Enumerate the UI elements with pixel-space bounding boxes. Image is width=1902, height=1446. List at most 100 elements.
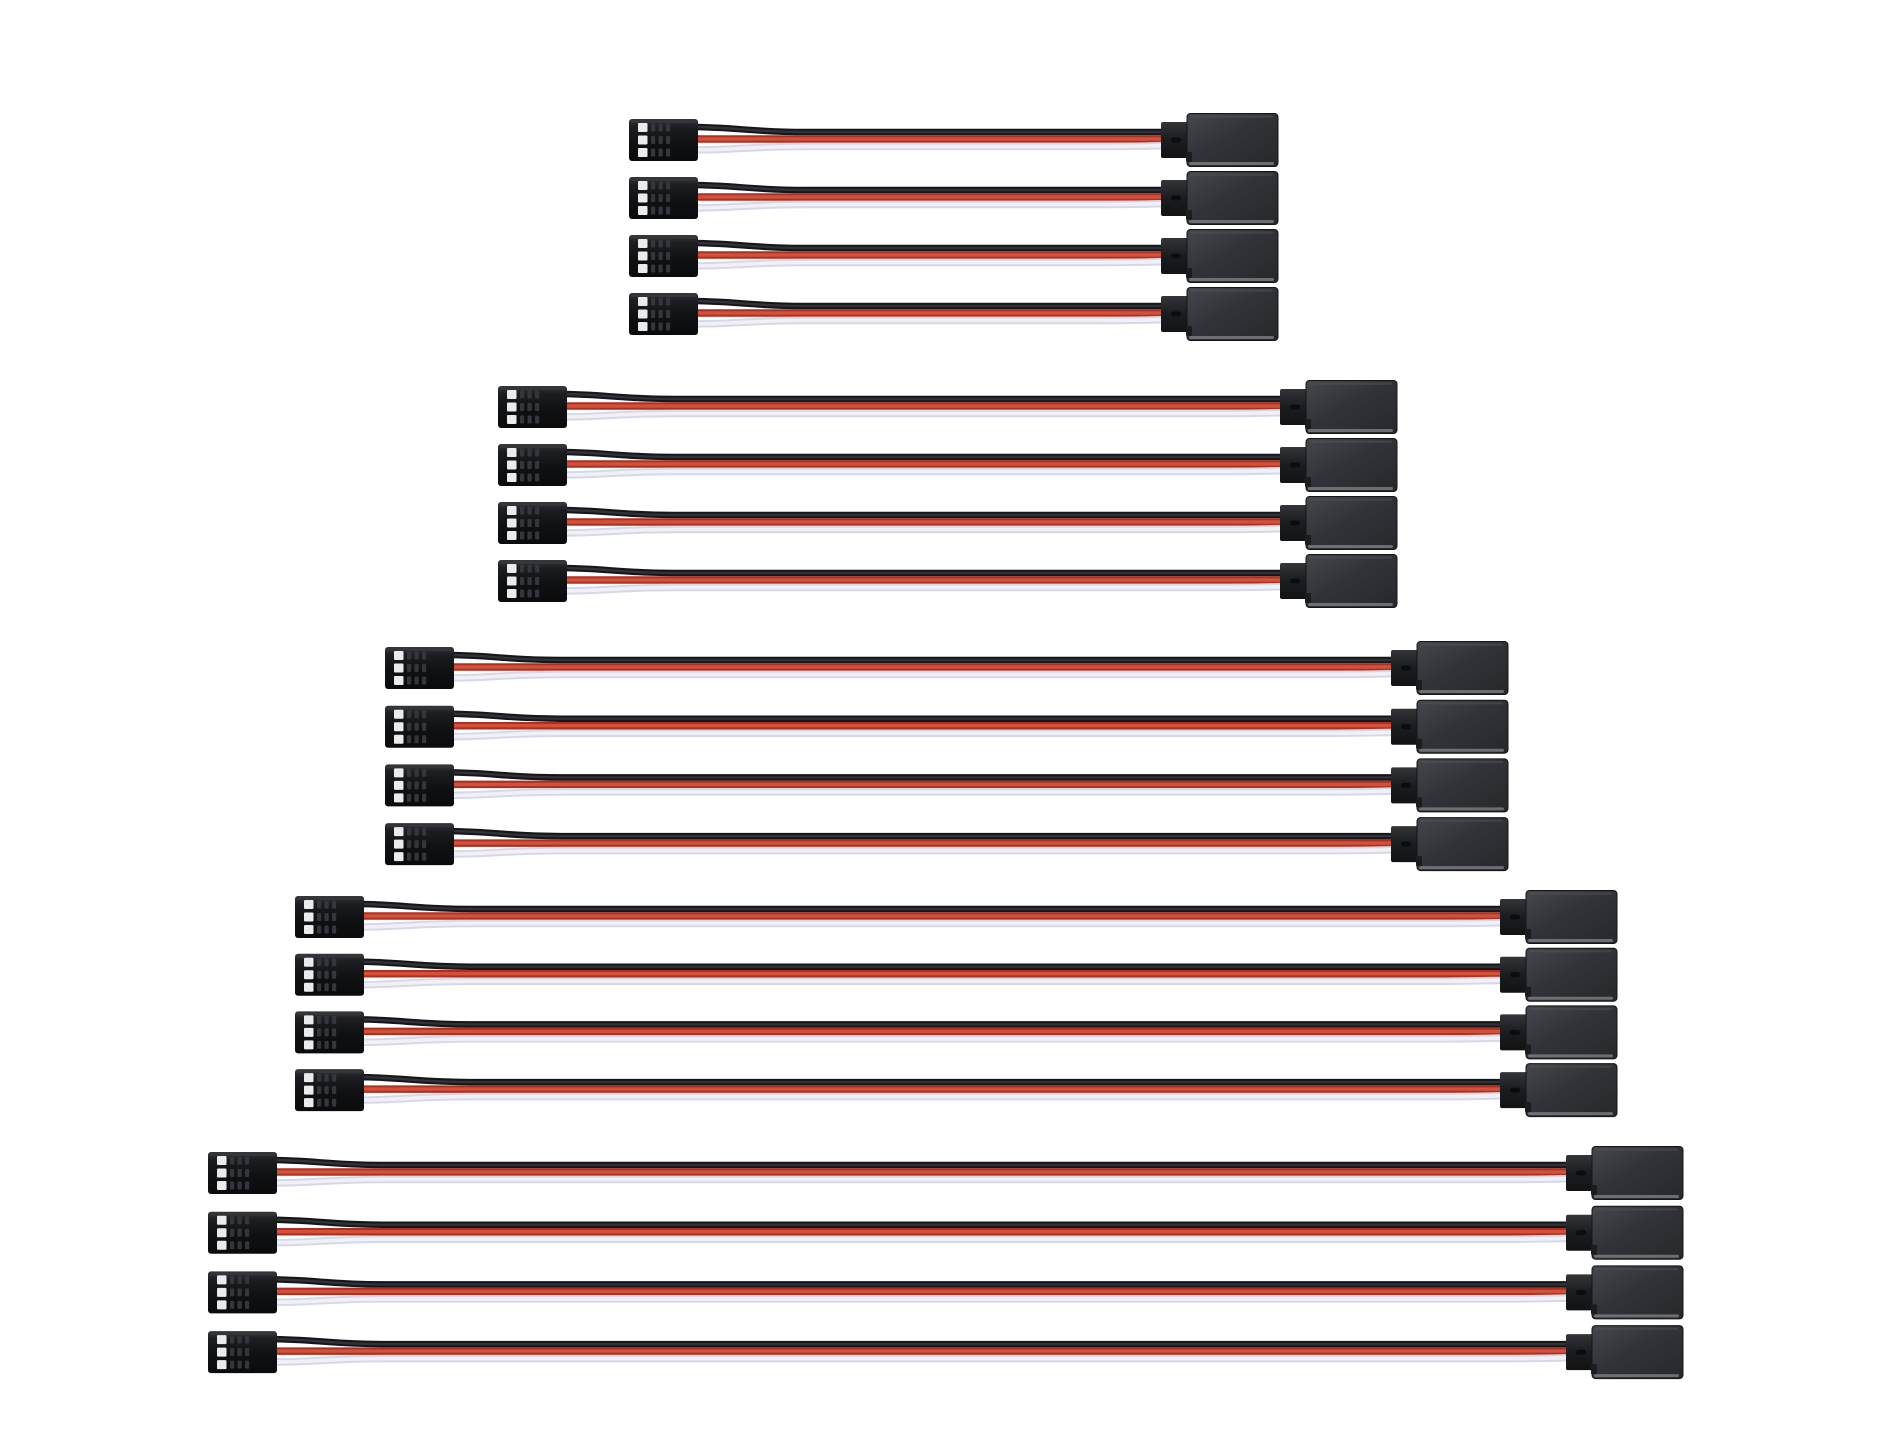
- pin-contact: [304, 900, 314, 909]
- neck-slot: [1290, 462, 1300, 468]
- wire-black-highlight: [444, 653, 1418, 662]
- housing-rib: [666, 297, 671, 306]
- wire-white-highlight: [354, 1036, 1527, 1045]
- body-bottom-bevel: [1308, 545, 1393, 548]
- housing-rib: [237, 1275, 242, 1284]
- housing-rib: [414, 676, 419, 685]
- housing-rib: [332, 958, 337, 967]
- housing-rib: [245, 1156, 250, 1165]
- housing-rib: [324, 1073, 329, 1082]
- pin-contact: [638, 181, 648, 190]
- wire-white-highlight: [688, 317, 1188, 326]
- male-connector-top-highlight: [500, 503, 565, 506]
- housing-rib: [422, 793, 427, 802]
- neck-slot: [1290, 578, 1300, 584]
- housing-rib: [324, 900, 329, 909]
- pin-contact: [638, 135, 648, 145]
- body-top-highlight: [1309, 440, 1392, 443]
- body-bottom-bevel: [1528, 1054, 1613, 1058]
- housing-rib: [535, 519, 540, 527]
- housing-rib: [422, 781, 427, 790]
- body-top-highlight: [1190, 115, 1273, 118]
- housing-rib: [527, 577, 532, 585]
- housing-rib: [414, 651, 419, 660]
- male-connector-top-highlight: [631, 236, 696, 239]
- male-connector: [208, 1152, 277, 1194]
- housing-rib: [666, 322, 671, 331]
- pin-contact: [507, 506, 517, 515]
- pin-contact: [394, 676, 404, 685]
- wire-black-highlight: [444, 829, 1418, 838]
- neck-slot: [1290, 520, 1300, 526]
- wire-ribbon: [352, 1016, 1529, 1047]
- body-top-highlight: [1595, 1327, 1678, 1330]
- wire-white-highlight: [557, 468, 1307, 477]
- body-top-highlight: [1309, 556, 1392, 559]
- housing-rib: [651, 264, 656, 273]
- male-connector-top-highlight: [297, 1012, 362, 1016]
- servo-cable: [295, 1005, 1618, 1060]
- pin-contact: [394, 663, 404, 673]
- cable-group-1: [629, 113, 1279, 341]
- housing-rib: [245, 1275, 250, 1284]
- body-top-highlight: [1595, 1267, 1678, 1271]
- pin-contact: [217, 1275, 227, 1285]
- neck-slot: [1290, 404, 1300, 410]
- pin-contact: [304, 1040, 314, 1050]
- body-bottom-bevel: [1594, 1195, 1679, 1198]
- housing-rib: [414, 768, 419, 777]
- cable-group-2: [498, 380, 1398, 608]
- housing-rib: [651, 181, 656, 190]
- housing-rib: [651, 297, 656, 306]
- servo-cable: [629, 113, 1279, 167]
- servo-cable: [385, 699, 1509, 754]
- housing-rib: [527, 473, 532, 482]
- housing-rib: [666, 252, 671, 260]
- pin-contact: [638, 123, 648, 132]
- body-latch-step: [1416, 797, 1422, 808]
- housing-rib: [658, 297, 663, 306]
- body-top-highlight: [1309, 382, 1392, 385]
- pin-contact: [507, 460, 517, 470]
- body-top-highlight: [1529, 1065, 1612, 1068]
- housing-rib: [651, 310, 656, 318]
- servo-cable: [208, 1265, 1684, 1320]
- housing-rib: [535, 448, 540, 457]
- body-latch-step: [1525, 986, 1531, 997]
- female-connector: [1161, 113, 1279, 167]
- pin-contact: [638, 297, 648, 306]
- body-bottom-bevel: [1189, 278, 1274, 281]
- housing-rib: [237, 1360, 242, 1369]
- housing-rib: [407, 676, 412, 685]
- housing-rib: [237, 1348, 242, 1357]
- housing-rib: [535, 461, 540, 469]
- housing-rib: [520, 506, 525, 515]
- servo-cable: [629, 171, 1279, 225]
- body-top-highlight: [1529, 950, 1612, 953]
- housing-rib: [317, 983, 322, 992]
- female-connector: [1566, 1146, 1684, 1200]
- housing-rib: [317, 1098, 322, 1107]
- housing-rib: [407, 651, 412, 660]
- male-connector-top-highlight: [297, 955, 362, 958]
- housing-rib: [317, 1086, 322, 1095]
- housing-rib: [666, 239, 671, 248]
- pin-contact: [507, 390, 517, 399]
- housing-rib: [666, 181, 671, 190]
- pin-contact: [217, 1215, 227, 1225]
- housing-rib: [422, 840, 427, 849]
- male-connector: [498, 386, 567, 428]
- wire-ribbon: [555, 390, 1309, 421]
- body-top-highlight: [1420, 819, 1503, 822]
- housing-rib: [527, 531, 532, 540]
- body-latch-step: [1305, 535, 1311, 545]
- housing-rib: [422, 676, 427, 685]
- neck-slot: [1510, 1029, 1520, 1035]
- male-connector-top-highlight: [387, 765, 452, 769]
- housing-rib: [237, 1241, 242, 1250]
- pin-contact: [304, 1027, 314, 1037]
- housing-rib: [332, 925, 337, 934]
- wire-black-highlight: [354, 1075, 1527, 1084]
- housing-rib: [332, 1028, 337, 1037]
